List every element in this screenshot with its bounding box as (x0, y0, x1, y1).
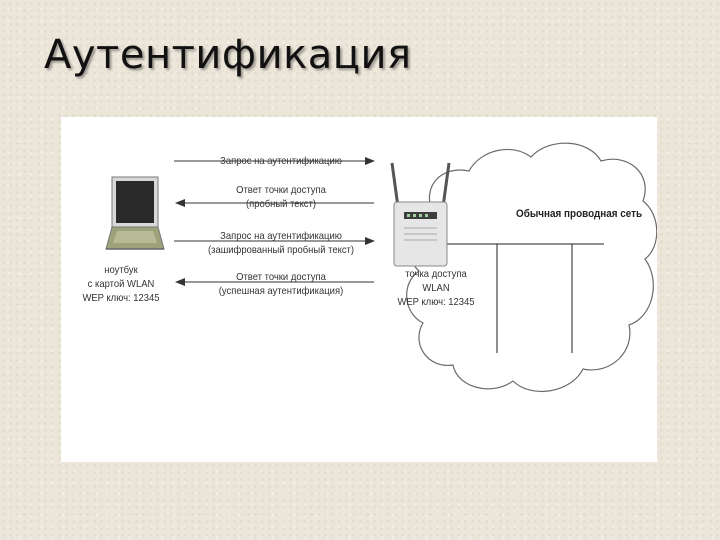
arrow-label-line: (успешная аутентификация) (191, 284, 371, 298)
slide-title: Аутентификация (44, 32, 412, 78)
authentication-diagram: Запрос на аутентификацию Ответ точки дос… (61, 117, 657, 462)
arrow-label-auth-request: Запрос на аутентификацию (191, 154, 371, 168)
laptop-caption-line: ноутбук (76, 263, 166, 277)
arrow-label-encrypted-request: Запрос на аутентификацию (зашифрованный … (191, 229, 371, 257)
arrow-label-success: Ответ точки доступа (успешная аутентифик… (191, 270, 371, 298)
arrow-label-line: Ответ точки доступа (191, 183, 371, 197)
arrow-label-challenge: Ответ точки доступа (пробный текст) (191, 183, 371, 211)
access-point-caption: точка доступа WLAN WEP ключ: 12345 (387, 267, 486, 309)
arrow-label-line: (пробный текст) (191, 197, 371, 211)
arrow-label-line: Запрос на аутентификацию (191, 229, 371, 243)
access-point-caption-line: WLAN (387, 281, 486, 295)
access-point-caption-line: WEP ключ: 12345 (387, 295, 486, 309)
laptop-icon (106, 177, 164, 249)
laptop-caption: ноутбук с картой WLAN WEP ключ: 12345 (76, 263, 166, 305)
arrow-label-line: Ответ точки доступа (191, 270, 371, 284)
arrow-label-line: Запрос на аутентификацию (220, 155, 342, 167)
laptop-caption-line: WEP ключ: 12345 (76, 291, 166, 305)
network-label: Обычная проводная сеть (516, 207, 642, 221)
access-point-caption-line: точка доступа (387, 267, 486, 281)
arrow-label-line: (зашифрованный пробный текст) (191, 243, 371, 257)
laptop-caption-line: с картой WLAN (76, 277, 166, 291)
